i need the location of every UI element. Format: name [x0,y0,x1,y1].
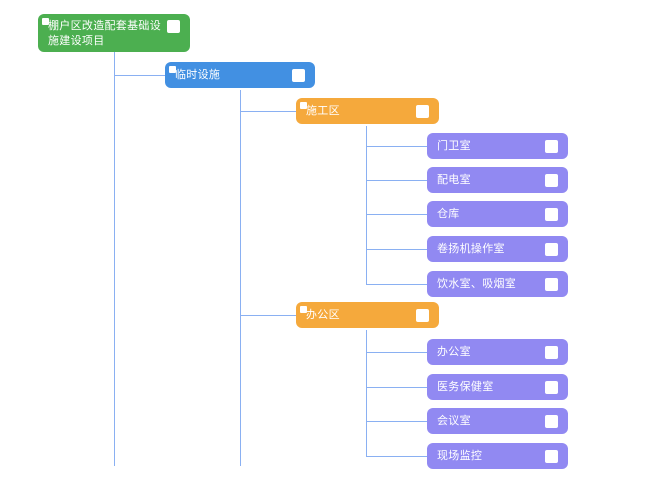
node-construction-area[interactable]: 施工区 [296,98,439,124]
node-meeting-room[interactable]: 会议室 [427,408,568,434]
edge-construction-child-5 [366,284,427,285]
edge-office-child-3 [366,421,427,422]
checkbox-icon[interactable] [292,68,305,82]
edge-construction-child-2 [366,180,427,181]
edge-office-child-1 [366,352,427,353]
node-meeting-room-label: 会议室 [437,414,471,427]
checkbox-icon[interactable] [545,277,558,291]
edge-construction-child-1 [366,146,427,147]
node-water-smoking-room[interactable]: 饮水室、吸烟室 [427,271,568,297]
node-site-monitoring-label: 现场监控 [437,449,483,462]
checkbox-icon[interactable] [167,20,180,33]
node-winch-operation-room-label: 卷扬机操作室 [437,242,505,255]
node-gatehouse-label: 门卫室 [437,139,471,152]
node-medical-room-label: 医务保健室 [437,380,494,393]
collapse-handle-icon[interactable] [300,102,307,109]
edge-office-child-2 [366,387,427,388]
node-temporary-facilities-label: 临时设施 [175,68,221,81]
checkbox-icon[interactable] [545,207,558,221]
collapse-handle-icon[interactable] [300,306,307,313]
checkbox-icon[interactable] [545,242,558,256]
collapse-handle-icon[interactable] [42,18,49,25]
node-power-distribution-room-label: 配电室 [437,173,471,186]
node-temporary-facilities[interactable]: 临时设施 [165,62,315,88]
edge-temp-to-office [240,315,296,316]
edge-office-vertical [366,330,367,456]
node-gatehouse[interactable]: 门卫室 [427,133,568,159]
node-root-label: 棚户区改造配套基础设施建设项目 [48,20,161,47]
checkbox-icon[interactable] [545,414,558,428]
checkbox-icon[interactable] [545,173,558,187]
node-power-distribution-room[interactable]: 配电室 [427,167,568,193]
edge-office-child-4 [366,456,427,457]
node-winch-operation-room[interactable]: 卷扬机操作室 [427,236,568,262]
node-office-area-label: 办公区 [306,308,340,321]
edge-temp-vertical [240,90,241,466]
edge-temp-to-construction [240,111,296,112]
node-root[interactable]: 棚户区改造配套基础设施建设项目 [38,14,190,52]
edge-root-to-temp [114,75,165,76]
checkbox-icon[interactable] [545,380,558,394]
node-water-smoking-room-label: 饮水室、吸烟室 [437,277,517,290]
node-warehouse[interactable]: 仓库 [427,201,568,227]
edge-construction-child-3 [366,214,427,215]
node-office-room-label: 办公室 [437,345,471,358]
edge-root-vertical [114,52,115,466]
node-office-area[interactable]: 办公区 [296,302,439,328]
node-medical-room[interactable]: 医务保健室 [427,374,568,400]
checkbox-icon[interactable] [416,308,429,322]
node-site-monitoring[interactable]: 现场监控 [427,443,568,469]
checkbox-icon[interactable] [545,139,558,153]
node-warehouse-label: 仓库 [437,207,460,220]
edge-construction-child-4 [366,249,427,250]
node-construction-area-label: 施工区 [306,104,340,117]
checkbox-icon[interactable] [545,345,558,359]
edge-construction-vertical [366,126,367,285]
node-office-room[interactable]: 办公室 [427,339,568,365]
checkbox-icon[interactable] [416,104,429,118]
collapse-handle-icon[interactable] [169,66,176,73]
checkbox-icon[interactable] [545,449,558,463]
